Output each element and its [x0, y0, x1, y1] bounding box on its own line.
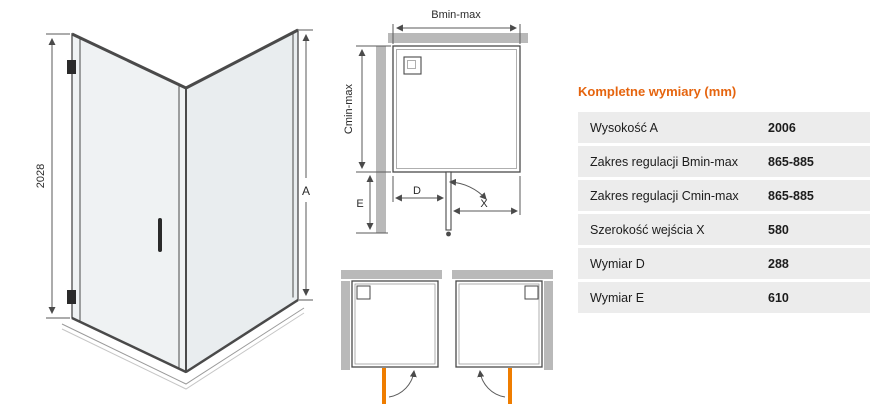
wall-left: [341, 281, 350, 370]
wall-right: [544, 281, 553, 370]
tray-edge: [61, 307, 305, 385]
spec-row-label: Wysokość A: [590, 120, 658, 135]
side-glass-panel: [185, 28, 299, 374]
height-dimension: [46, 33, 70, 319]
door-glass-panel: [71, 32, 187, 374]
spec-row-entry-width: Szerokość wejścia X 580: [578, 214, 870, 245]
spec-table-title: Kompletne wymiary (mm): [578, 84, 737, 99]
wall-top: [341, 270, 442, 279]
corner-marker: [524, 285, 539, 300]
spec-row-b-range: Zakres regulacji Bmin-max 865-885: [578, 146, 870, 177]
wall-left: [376, 46, 386, 233]
a-dimension: [299, 29, 313, 301]
spec-row-label: Zakres regulacji Bmin-max: [590, 154, 738, 169]
corner-marker: [356, 285, 371, 300]
d-dimension-label: D: [413, 185, 421, 197]
mini-plan-left: [341, 270, 442, 404]
spec-row-dim-d: Wymiar D 288: [578, 248, 870, 279]
shower-tray: [455, 280, 543, 368]
door-hinge-top: [67, 60, 76, 74]
door-hinge-bottom: [67, 290, 76, 304]
spec-table: Kompletne wymiary (mm) Wysokość A 2006 Z…: [578, 84, 870, 316]
spec-row-c-range: Zakres regulacji Cmin-max 865-885: [578, 180, 870, 211]
spec-row-value: 610: [768, 290, 789, 305]
a-dimension-label: A: [302, 184, 310, 198]
shower-tray: [351, 280, 439, 368]
plan-dimensions: [356, 24, 521, 234]
door-pivot: [446, 231, 451, 237]
spec-row-height-a: Wysokość A 2006: [578, 112, 870, 143]
spec-row-value: 865-885: [768, 188, 814, 203]
door-swing-arc: [477, 369, 506, 398]
c-dimension-label: Cmin-max: [343, 83, 355, 134]
spec-row-label: Szerokość wejścia X: [590, 222, 705, 237]
spec-row-value: 2006: [768, 120, 796, 135]
corner-marker: [403, 56, 422, 75]
b-dimension-label: Bmin-max: [431, 9, 481, 21]
wall-top: [452, 270, 553, 279]
spec-row-value: 865-885: [768, 154, 814, 169]
mini-plan-right: [452, 270, 553, 404]
height-dimension-label: 2028: [35, 164, 47, 188]
spec-row-label: Zakres regulacji Cmin-max: [590, 188, 739, 203]
door-open: [445, 171, 452, 231]
tray-edge-lower: [61, 312, 305, 390]
spec-row-label: Wymiar D: [590, 256, 645, 271]
x-dimension-label: X: [480, 198, 488, 210]
door-swing-arc: [448, 178, 487, 200]
e-dimension-label: E: [356, 198, 363, 210]
spec-row-value: 580: [768, 222, 789, 237]
spec-row-value: 288: [768, 256, 789, 271]
wall-top: [388, 33, 528, 43]
spec-row-dim-e: Wymiar E 610: [578, 282, 870, 313]
spec-row-label: Wymiar E: [590, 290, 645, 305]
iso-view: 2028 A: [35, 28, 313, 390]
door-swing-arc: [388, 369, 417, 398]
shower-tray: [392, 45, 521, 173]
plan-view: Bmin-max Cmin-max D X E: [343, 9, 528, 237]
